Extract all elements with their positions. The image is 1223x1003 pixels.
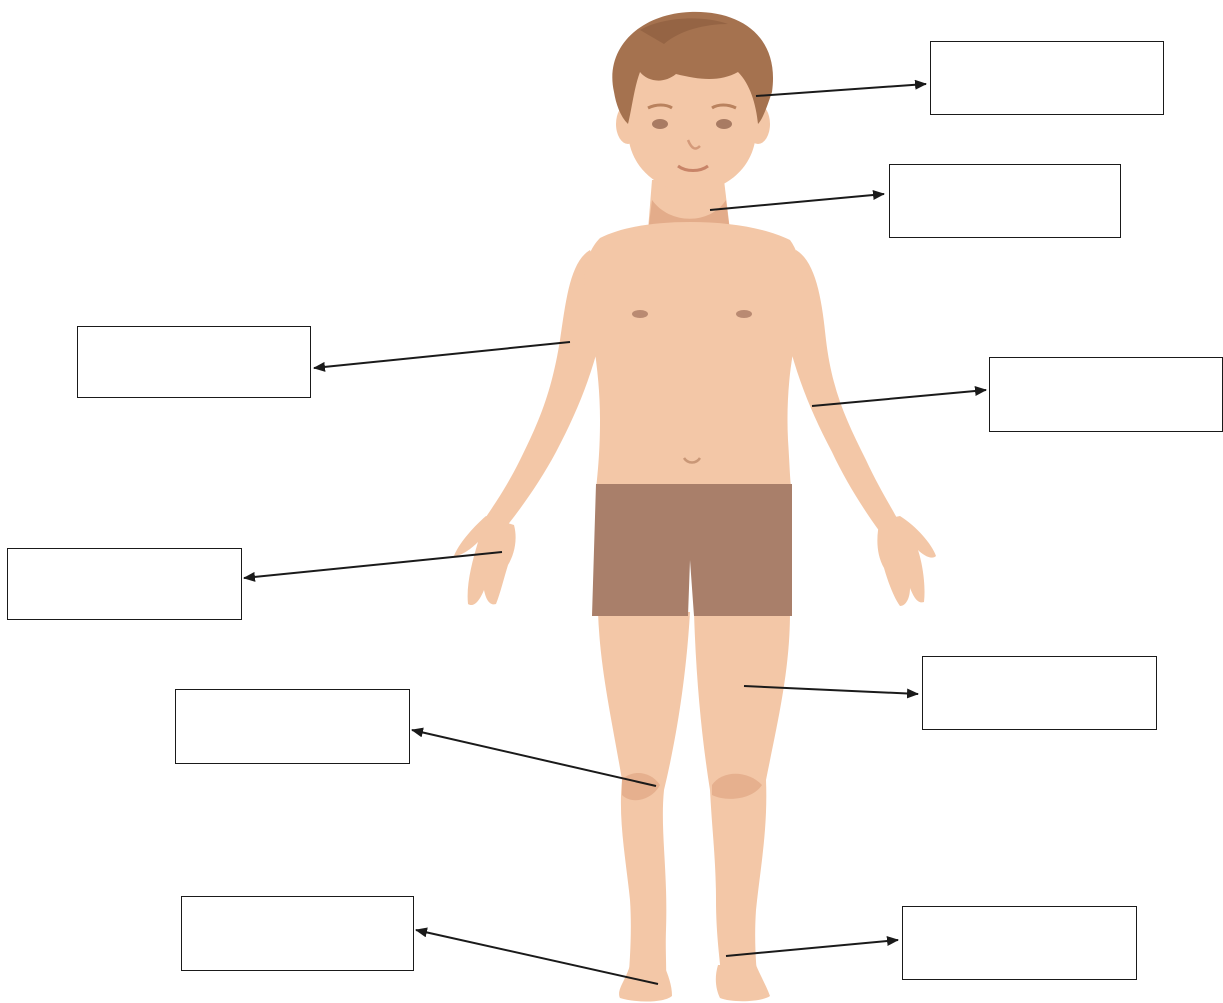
label-box-neck[interactable] — [889, 164, 1121, 238]
label-box-foot[interactable] — [902, 906, 1137, 980]
right-leg — [694, 612, 790, 985]
left-foot — [619, 965, 672, 1002]
label-box-heel[interactable] — [181, 896, 414, 971]
arrow-hand — [244, 552, 502, 578]
right-foot — [716, 965, 770, 1001]
legs — [598, 612, 790, 1002]
label-box-head[interactable] — [930, 41, 1164, 115]
label-box-thigh[interactable] — [922, 656, 1157, 730]
shorts — [592, 484, 792, 616]
arrow-shoulder — [314, 342, 570, 368]
left-hand — [454, 516, 516, 605]
label-box-arm[interactable] — [989, 357, 1223, 432]
right-nipple — [736, 310, 752, 318]
left-nipple — [632, 310, 648, 318]
head — [612, 12, 773, 192]
right-eye — [716, 119, 732, 129]
arrow-heel — [416, 930, 658, 984]
label-box-knee[interactable] — [175, 689, 410, 764]
torso — [585, 180, 804, 616]
right-hand — [877, 516, 936, 606]
left-eye — [652, 119, 668, 129]
label-box-hand[interactable] — [7, 548, 242, 620]
chest — [585, 222, 804, 490]
arrow-neck — [710, 194, 884, 210]
label-box-shoulder[interactable] — [77, 326, 311, 398]
arrow-head — [756, 84, 926, 96]
left-arm — [484, 250, 602, 532]
